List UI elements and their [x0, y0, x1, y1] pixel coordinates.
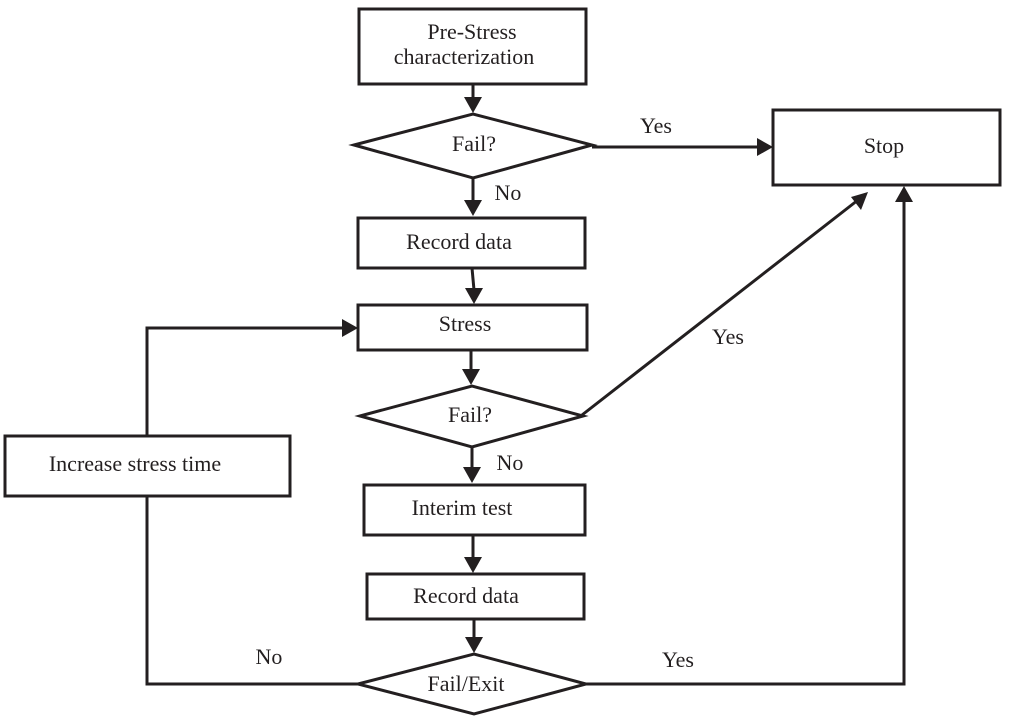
edge-increase-stress-time-to-stress — [145, 319, 358, 436]
interim-test-label: Interim test — [412, 495, 513, 520]
node-record-data-2: Record data — [365, 572, 586, 621]
edge-fail-2-yes-to-stop — [581, 192, 868, 417]
edge-record-data-to-fail-exit — [465, 619, 483, 653]
record-data-1-label: Record data — [406, 229, 512, 254]
edge-fail-exit-no-to-increase-stress-time — [145, 497, 358, 686]
edge-interim-test-to-record-data — [464, 535, 482, 573]
node-fail-decision-2: Fail? — [354, 384, 589, 449]
pre-stress-label-line-2: characterization — [394, 44, 534, 69]
increase-stress-time-label: Increase stress time — [49, 451, 221, 476]
node-stress: Stress — [356, 303, 589, 352]
node-stop: Stop — [771, 108, 1002, 187]
node-fail-exit-decision: Fail/Exit — [352, 652, 592, 716]
edge-pre-stress-to-fail-1 — [464, 84, 482, 113]
node-interim-test: Interim test — [362, 483, 587, 537]
node-increase-stress-time: Increase stress time — [3, 434, 292, 498]
fail-exit-yes-label: Yes — [662, 647, 694, 672]
fail-exit-label: Fail/Exit — [428, 671, 505, 696]
fail-2-label: Fail? — [448, 402, 492, 427]
fail-exit-no-label: No — [256, 644, 283, 669]
edge-fail-exit-yes-to-stop — [586, 186, 913, 686]
fail-1-label: Fail? — [452, 131, 496, 156]
fail-1-yes-label: Yes — [640, 113, 672, 138]
pre-stress-label-line-1: Pre-Stress — [427, 19, 516, 44]
fail-1-no-label: No — [495, 180, 522, 205]
fail-2-yes-label: Yes — [712, 324, 744, 349]
stress-label: Stress — [439, 311, 492, 336]
edge-fail-2-no-to-interim-test — [463, 448, 481, 483]
edge-record-data-to-stress — [465, 267, 483, 304]
edge-stress-to-fail-2 — [462, 350, 480, 385]
stop-label: Stop — [864, 133, 904, 158]
record-data-2-label: Record data — [413, 583, 519, 608]
edge-fail-1-yes-to-stop — [592, 138, 773, 156]
fail-2-no-label: No — [497, 450, 524, 475]
node-record-data-1: Record data — [356, 216, 587, 270]
node-pre-stress-characterization: Pre-Stress characterization — [357, 7, 588, 86]
node-fail-decision-1: Fail? — [348, 112, 598, 180]
edge-fail-1-no-to-record-data — [464, 179, 482, 216]
